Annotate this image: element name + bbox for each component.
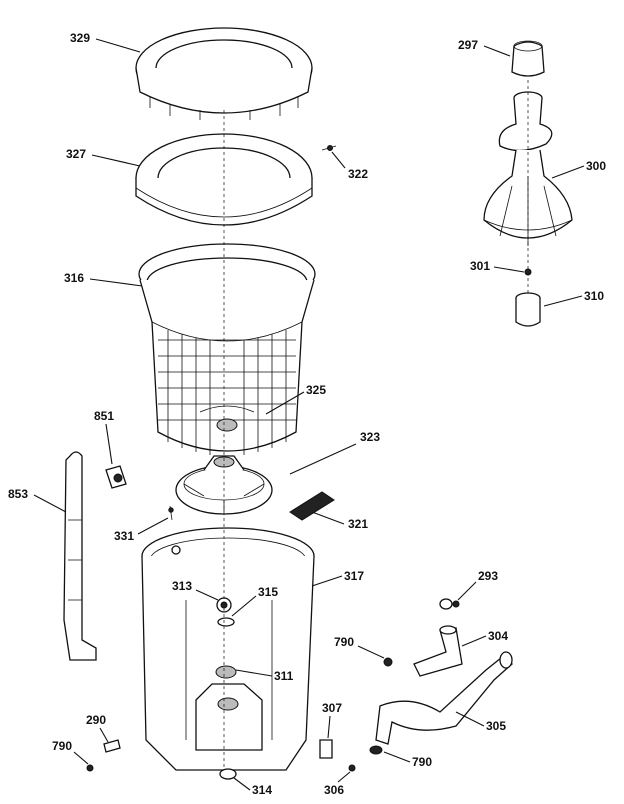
label-310: 310: [584, 289, 604, 303]
label-323: 323: [360, 430, 380, 444]
part-293-clamp: [439, 598, 460, 610]
part-790-screw-left: [86, 764, 94, 772]
part-300-agitator: [483, 91, 573, 246]
part-306-screw: [348, 764, 356, 772]
label-853: 853: [8, 487, 28, 501]
label-311: 311: [274, 669, 294, 683]
label-327: 327: [66, 147, 86, 161]
label-307: 307: [322, 701, 342, 715]
part-305-drain-hose: [375, 651, 513, 745]
label-297: 297: [458, 38, 478, 52]
label-301: 301: [470, 259, 490, 273]
label-790-upper: 790: [334, 635, 354, 649]
part-790-clamp-upper: [383, 657, 393, 667]
label-322: 322: [348, 167, 368, 181]
part-307-bracket: [319, 739, 333, 759]
label-314: 314: [252, 783, 272, 797]
label-331: 331: [114, 529, 134, 543]
part-304-hose: [413, 625, 463, 677]
label-293: 293: [478, 569, 498, 583]
label-313: 313: [172, 579, 192, 593]
label-790-left: 790: [52, 739, 72, 753]
part-297-cap: [511, 40, 545, 77]
part-790-clamp-bottom: [369, 745, 383, 755]
part-315-washer: [217, 617, 235, 627]
label-305: 305: [486, 719, 506, 733]
label-790-bottom: 790: [412, 755, 432, 769]
part-853-hose: [63, 451, 97, 661]
label-851: 851: [94, 409, 114, 423]
label-315: 315: [258, 585, 278, 599]
label-321: 321: [348, 517, 368, 531]
part-290-grommet: [103, 739, 121, 753]
part-310-coupling: [515, 292, 541, 327]
label-325: 325: [306, 383, 326, 397]
label-329: 329: [70, 31, 90, 45]
part-329-tub-cover: [135, 27, 313, 120]
label-317: 317: [344, 569, 364, 583]
label-300: 300: [586, 159, 606, 173]
part-316-wash-basket: [138, 243, 316, 455]
part-321-clip: [289, 491, 335, 521]
label-290: 290: [86, 713, 106, 727]
label-316: 316: [64, 271, 84, 285]
part-314-seal: [219, 768, 237, 780]
part-331-screw: [168, 505, 174, 521]
label-304: 304: [488, 629, 508, 643]
part-322-screw: [321, 145, 337, 151]
part-317-outer-tub: [141, 527, 315, 771]
part-851-clip: [105, 465, 127, 489]
label-306: 306: [324, 783, 344, 797]
